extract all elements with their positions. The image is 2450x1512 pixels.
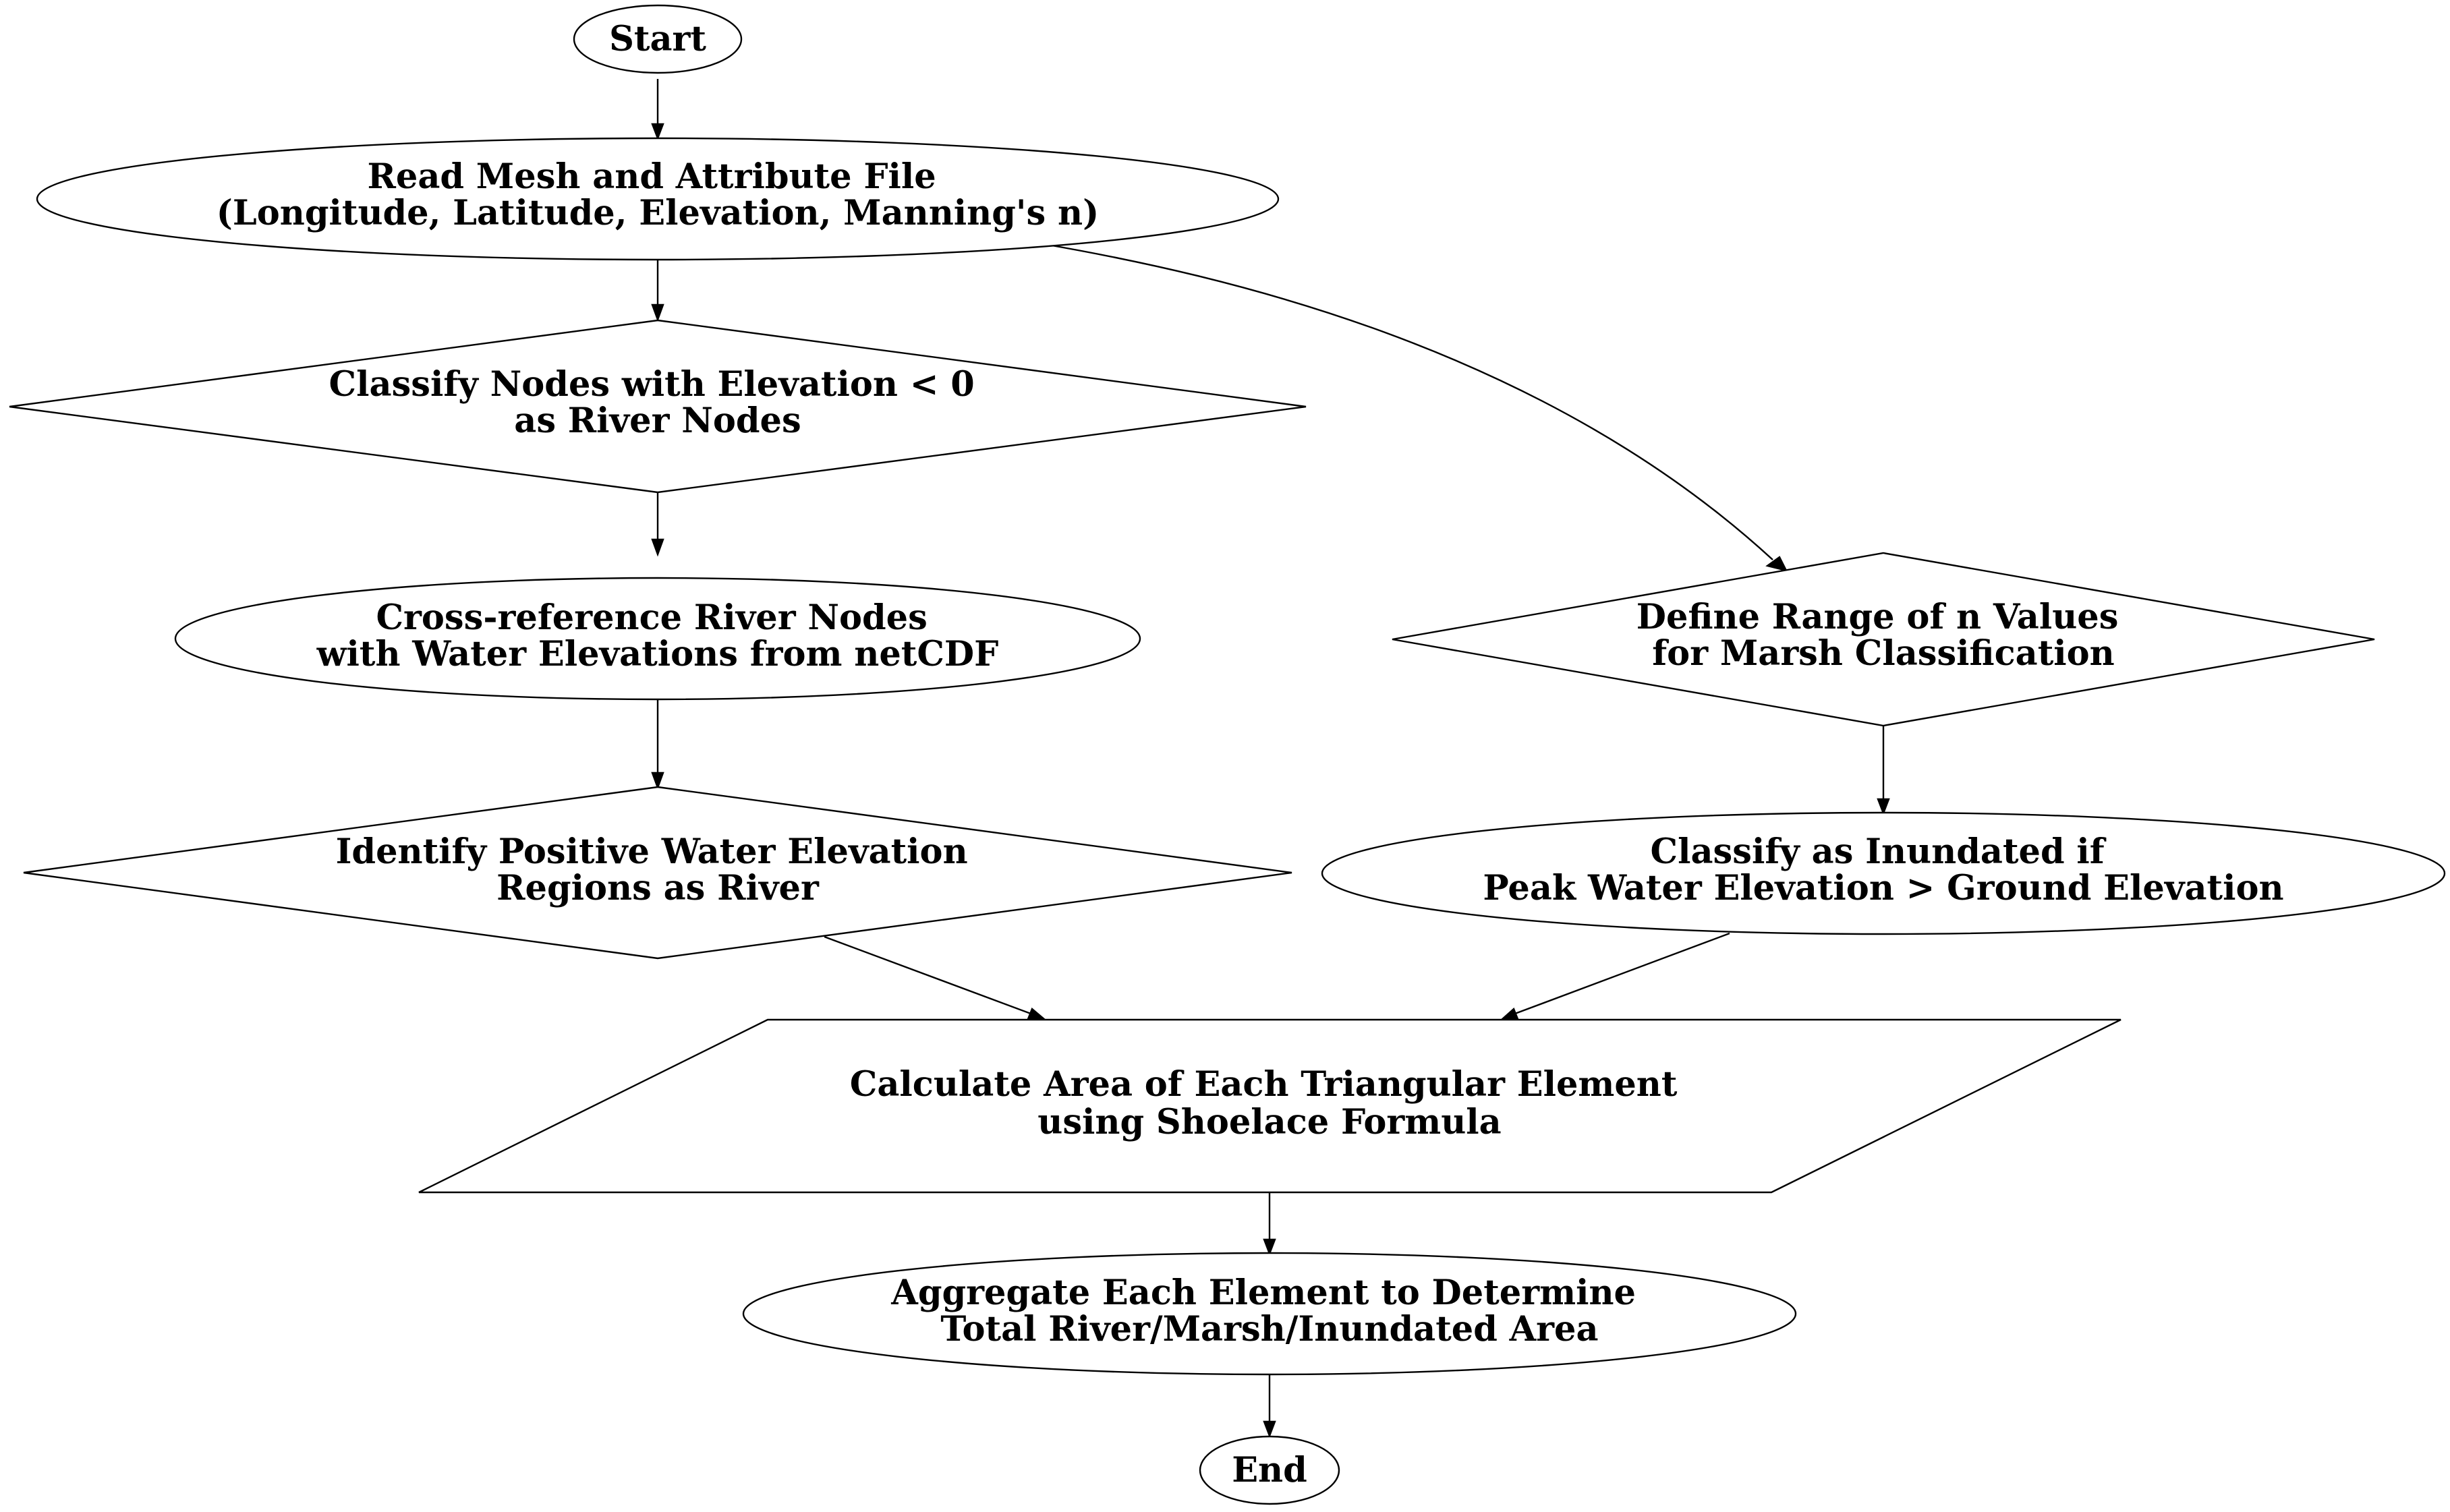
cross-reference-label-line-2: with Water Elevations from netCDF — [316, 634, 999, 674]
node-classify-nodes: Classify Nodes with Elevation < 0 as Riv… — [9, 319, 1307, 494]
node-cross-reference: Cross-reference River Nodes with Water E… — [174, 577, 1141, 701]
start-label-line-1: Start — [609, 19, 706, 59]
classify-nodes-label: Classify Nodes with Elevation < 0 as Riv… — [329, 364, 987, 441]
start-ellipse — [573, 4, 743, 74]
edge-define-range-to-classify-inundated — [1877, 726, 1890, 816]
node-start: Start — [573, 4, 743, 74]
node-identify-positive: Identify Positive Water Elevation Region… — [23, 786, 1292, 960]
node-aggregate: Aggregate Each Element to Determine Tota… — [742, 1252, 1797, 1376]
read-mesh-label-line-2: (Longitude, Latitude, Elevation, Manning… — [217, 193, 1099, 233]
identify-positive-label-line-1: Identify Positive Water Elevation — [336, 832, 968, 872]
classify-inundated-ellipse — [1321, 811, 2446, 935]
start-label: Start — [609, 19, 706, 59]
edge-read-mesh-to-define-range — [1044, 243, 1788, 572]
identify-positive-diamond — [23, 786, 1292, 960]
classify-nodes-diamond — [9, 319, 1307, 494]
define-range-label: Define Range of n Values for Marsh Class… — [1636, 597, 2130, 674]
aggregate-label-line-1: Aggregate Each Element to Determine — [890, 1273, 1636, 1313]
node-classify-inundated: Classify as Inundated if Peak Water Elev… — [1321, 811, 2446, 935]
read-mesh-label-line-1: Read Mesh and Attribute File — [368, 156, 936, 197]
identify-positive-label: Identify Positive Water Elevation Region… — [336, 832, 980, 908]
identify-positive-label-line-2: Regions as River — [496, 868, 820, 908]
aggregate-label-line-2: Total River/Marsh/Inundated Area — [940, 1309, 1598, 1349]
define-range-label-line-1: Define Range of n Values — [1636, 597, 2119, 637]
classify-inundated-label-line-2: Peak Water Elevation > Ground Elevation — [1483, 868, 2283, 908]
aggregate-ellipse — [742, 1252, 1797, 1376]
edge-identify-positive-to-calculate-area — [824, 935, 1048, 1021]
classify-nodes-label-line-2: as River Nodes — [514, 401, 801, 441]
read-mesh-label: Read Mesh and Attribute File (Longitude,… — [217, 156, 1099, 233]
node-calculate-area: Calculate Area of Each Triangular Elemen… — [418, 1018, 2121, 1194]
end-label-line-1: End — [1232, 1450, 1307, 1490]
edge-cross-reference-to-identify-positive — [651, 700, 664, 790]
node-read-mesh: Read Mesh and Attribute File (Longitude,… — [36, 137, 1280, 261]
cross-reference-label: Cross-reference River Nodes with Water E… — [316, 598, 999, 674]
end-ellipse — [1199, 1435, 1340, 1505]
edge-aggregate-to-end — [1263, 1374, 1276, 1438]
classify-nodes-label-line-1: Classify Nodes with Elevation < 0 — [329, 364, 975, 405]
read-mesh-ellipse — [36, 137, 1280, 261]
end-label: End — [1232, 1450, 1307, 1490]
edges — [651, 79, 1890, 1438]
edge-classify-inundated-to-calculate-area — [1499, 932, 1730, 1021]
calculate-area-label-line-1: Calculate Area of Each Triangular Elemen… — [850, 1064, 1678, 1105]
classify-inundated-label-line-1: Classify as Inundated if — [1651, 832, 2107, 872]
edge-read-mesh-to-classify-nodes — [651, 260, 664, 322]
define-range-diamond — [1392, 552, 2375, 727]
node-end: End — [1199, 1435, 1340, 1505]
aggregate-label: Aggregate Each Element to Determine Tota… — [890, 1273, 1648, 1349]
calculate-area-parallelogram — [418, 1018, 2121, 1194]
edge-start-to-read-mesh — [651, 79, 664, 141]
cross-reference-label-line-1: Cross-reference River Nodes — [376, 598, 927, 638]
edge-classify-nodes-to-cross-reference — [651, 492, 664, 557]
cross-reference-ellipse — [174, 577, 1141, 701]
calculate-area-label-line-2: using Shoelace Formula — [1037, 1102, 1501, 1142]
node-define-range: Define Range of n Values for Marsh Class… — [1392, 552, 2375, 727]
define-range-label-line-2: for Marsh Classification — [1652, 633, 2115, 674]
calculate-area-label: Calculate Area of Each Triangular Elemen… — [850, 1064, 1689, 1142]
edge-calculate-area-to-aggregate — [1263, 1192, 1276, 1256]
classify-inundated-label: Classify as Inundated if Peak Water Elev… — [1483, 832, 2283, 908]
